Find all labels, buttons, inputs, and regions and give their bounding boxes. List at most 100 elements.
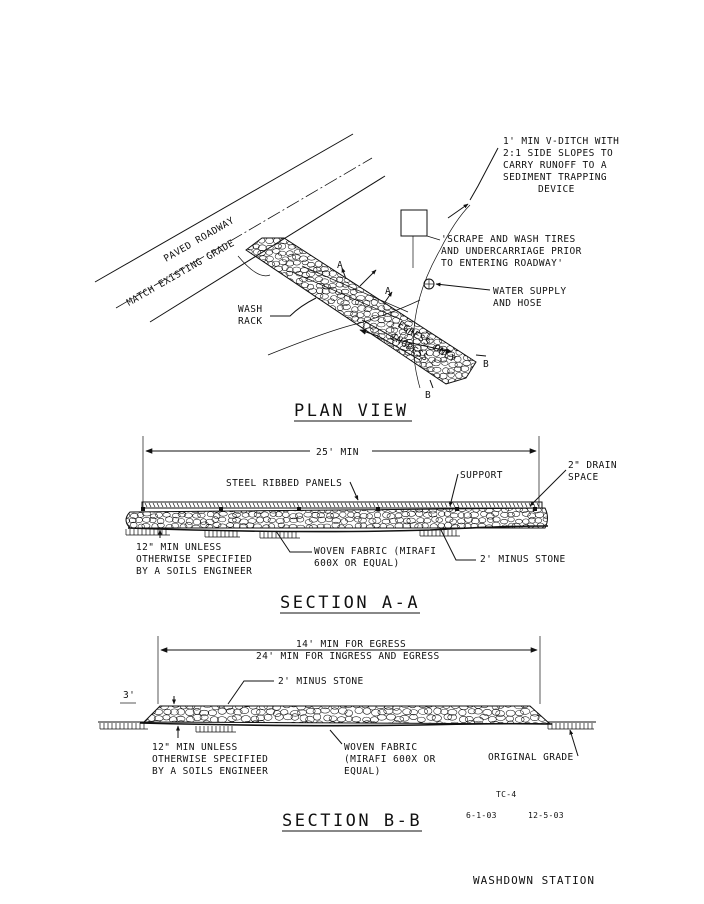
stone — [278, 233, 287, 238]
stone — [323, 714, 332, 722]
stone — [402, 708, 412, 716]
stone — [320, 378, 328, 384]
stone — [385, 327, 395, 333]
stone — [293, 350, 303, 357]
stone — [267, 523, 275, 528]
plan-view: PAVED ROADWAY MATCH EXISTING GRADE A A B… — [94, 133, 619, 422]
stone — [336, 298, 345, 305]
stone — [447, 714, 457, 721]
stone — [475, 298, 476, 305]
stone — [410, 239, 420, 245]
stone — [313, 312, 321, 318]
stone — [327, 311, 337, 318]
stone — [377, 322, 386, 328]
stone — [429, 523, 438, 528]
stone — [392, 708, 402, 715]
stone — [296, 516, 305, 523]
stone — [479, 706, 490, 709]
stone — [238, 328, 245, 332]
stone — [253, 283, 262, 289]
stone — [529, 714, 540, 721]
panel-rib — [272, 502, 276, 508]
stone — [434, 289, 444, 296]
stone — [293, 312, 303, 318]
stone — [165, 516, 174, 523]
stone — [259, 383, 269, 384]
stone — [141, 523, 151, 528]
stone — [357, 305, 367, 312]
stone — [454, 298, 464, 306]
stone — [327, 243, 338, 251]
stone — [398, 328, 407, 336]
stone — [542, 516, 548, 522]
stone — [362, 239, 372, 245]
stone — [291, 383, 301, 384]
stone — [447, 368, 455, 375]
stone — [418, 315, 427, 322]
stone — [253, 248, 261, 256]
stone — [308, 244, 317, 250]
stone — [379, 272, 387, 279]
stone — [383, 238, 393, 239]
stone — [397, 243, 405, 249]
stone — [257, 276, 265, 283]
stone — [537, 706, 547, 710]
stone — [238, 383, 245, 389]
stone — [258, 281, 267, 288]
stone — [327, 238, 336, 244]
stone — [306, 283, 315, 290]
stone — [529, 706, 538, 709]
stone — [477, 374, 485, 379]
stone — [280, 298, 289, 305]
stone — [455, 315, 463, 322]
stone — [542, 524, 548, 528]
stone — [365, 343, 374, 351]
stone — [386, 524, 394, 528]
stone — [356, 249, 365, 257]
steel-ribbed-panels — [141, 501, 543, 509]
stone — [256, 516, 264, 524]
stone — [330, 707, 339, 715]
stone — [328, 715, 338, 722]
stone — [370, 289, 379, 296]
stone — [473, 708, 483, 715]
stone — [313, 244, 321, 250]
stone — [246, 355, 252, 361]
stone — [458, 508, 467, 512]
stone — [331, 517, 341, 524]
stone — [319, 293, 329, 300]
stone — [307, 344, 316, 351]
stone — [385, 333, 394, 339]
stone — [435, 721, 444, 724]
stone — [432, 243, 441, 250]
panel-rib — [456, 502, 460, 508]
stone — [328, 286, 338, 294]
wash-rack-label-2: RACK — [238, 316, 262, 327]
stone — [390, 242, 398, 249]
depth-note-b-3: BY A SOILS ENGINEER — [152, 766, 268, 777]
stone — [405, 373, 415, 380]
stone — [227, 721, 237, 724]
stone — [149, 516, 157, 524]
stone — [386, 248, 395, 254]
panel-rib — [292, 502, 296, 508]
cut-b-label-1: B — [483, 359, 489, 370]
stone — [206, 511, 215, 518]
stone — [453, 340, 462, 346]
stone — [388, 517, 398, 524]
stone — [130, 521, 138, 528]
stone — [547, 508, 548, 513]
stone — [344, 310, 353, 317]
stone — [179, 706, 188, 710]
panel-rib — [488, 502, 492, 508]
stone — [432, 293, 442, 300]
stone — [478, 344, 484, 350]
stone — [161, 721, 170, 724]
stone — [363, 306, 372, 312]
stone — [365, 360, 374, 366]
stone — [313, 267, 322, 273]
stone — [292, 356, 302, 362]
stone — [306, 312, 315, 318]
cut-a-label-1: A — [337, 260, 343, 271]
stone — [347, 373, 357, 380]
